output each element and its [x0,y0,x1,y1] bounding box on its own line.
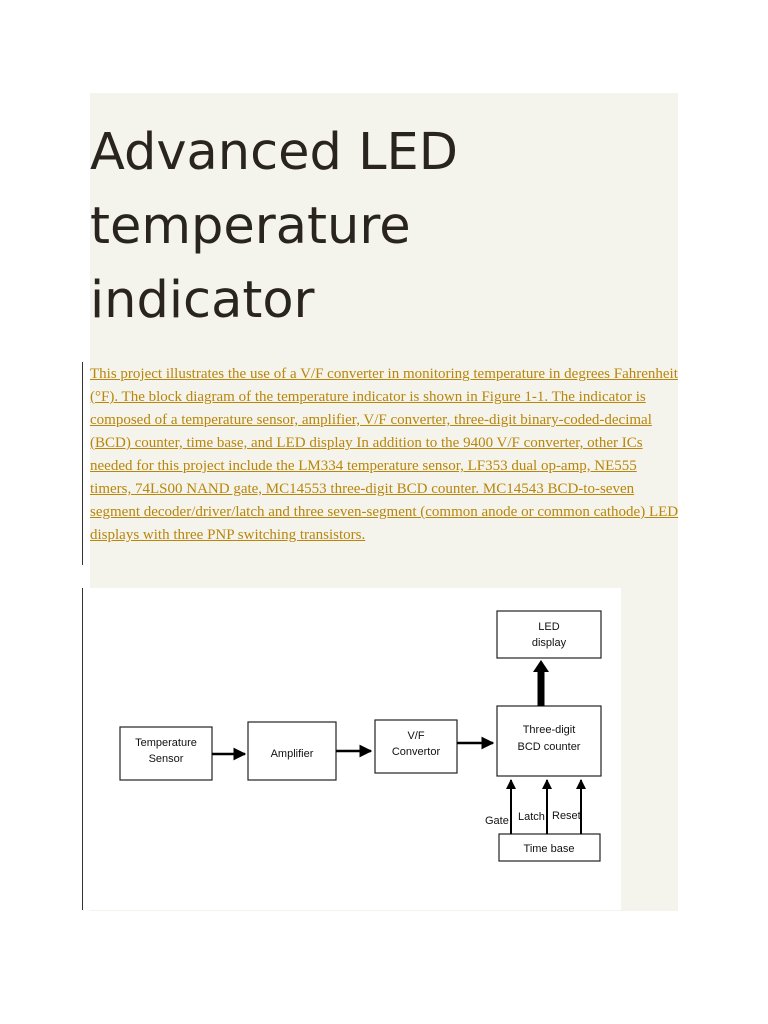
intro-paragraph-link[interactable]: This project illustrates the use of a V/… [90,366,679,543]
gate-label: Gate [485,815,509,827]
arrow-counter-to-display-head [533,660,549,672]
temperature-sensor-block: Temperature Sensor [119,726,213,781]
vf-convertor-block: V/F Convertor [374,719,458,774]
paragraph-margin-rule [82,362,83,565]
reset-label: Reset [552,810,581,822]
led-display-block: LED display [496,610,602,659]
amplifier-block: Amplifier [247,721,337,781]
vf-convertor-label-2: Convertor [392,746,441,758]
bcd-counter-label-2: BCD counter [518,741,581,753]
block-diagram: Temperature Sensor Amplifier V/F Convert… [90,588,621,910]
time-base-block: Time base [498,833,601,862]
temperature-sensor-label-2: Sensor [149,753,184,765]
led-display-label-1: LED [538,621,559,633]
latch-label: Latch [518,811,545,823]
temperature-sensor-label-1: Temperature [135,737,197,749]
page-title: Advanced LED temperature indicator [90,123,459,330]
led-display-label-2: display [532,637,567,649]
bcd-counter-label-1: Three-digit [523,724,576,736]
time-base-label: Time base [524,843,575,855]
amplifier-label: Amplifier [271,748,314,760]
vf-convertor-label-1: V/F [407,730,424,742]
bcd-counter-block: Three-digit BCD counter [496,705,602,777]
block-diagram-svg: Temperature Sensor Amplifier V/F Convert… [119,610,602,862]
figure-margin-rule [82,588,83,910]
